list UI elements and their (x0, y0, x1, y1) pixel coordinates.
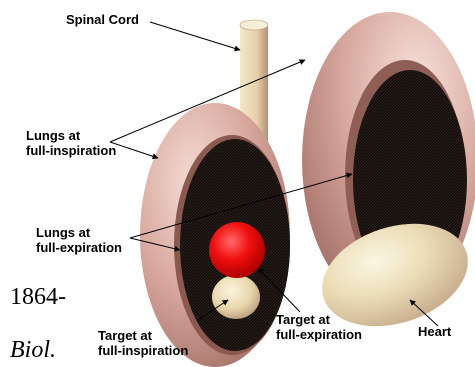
label-target-full-expiration: Target at full-expiration (276, 312, 362, 342)
lungs-inspiration-leader-left (110, 142, 158, 158)
target-full-expiration-sphere (209, 222, 265, 278)
label-target-full-inspiration-line2: full-inspiration (98, 343, 188, 358)
background-italic-fragment: Biol. (10, 337, 56, 364)
label-target-full-inspiration: Target at full-inspiration (98, 328, 188, 358)
label-lungs-full-expiration-line2: full-expiration (36, 240, 122, 255)
background-number-fragment: 1864- (10, 284, 66, 311)
label-lungs-full-expiration-line1: Lungs at (36, 225, 122, 240)
label-lungs-full-expiration: Lungs at full-expiration (36, 225, 122, 255)
label-lungs-full-inspiration-line2: full-inspiration (26, 143, 116, 158)
label-lungs-full-inspiration-line1: Lungs at (26, 128, 116, 143)
spinal-cord-leader (150, 22, 240, 50)
label-lungs-full-inspiration: Lungs at full-inspiration (26, 128, 116, 158)
label-target-full-expiration-line2: full-expiration (276, 327, 362, 342)
label-heart: Heart (418, 324, 451, 339)
label-target-full-inspiration-line1: Target at (98, 328, 188, 343)
target-full-inspiration-sphere (212, 275, 260, 319)
label-target-full-expiration-line1: Target at (276, 312, 362, 327)
label-spinal-cord: Spinal Cord (66, 12, 139, 27)
